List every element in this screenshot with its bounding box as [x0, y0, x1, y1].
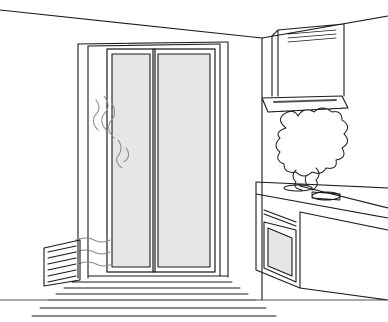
floor-planks-icon [32, 282, 276, 316]
stove-icon [256, 182, 388, 218]
wall-vent-icon [44, 240, 80, 286]
sliding-door-icon [78, 42, 228, 278]
range-hood-icon [262, 24, 348, 112]
steam-cloud-icon [276, 108, 348, 190]
oven-icon [256, 194, 388, 300]
